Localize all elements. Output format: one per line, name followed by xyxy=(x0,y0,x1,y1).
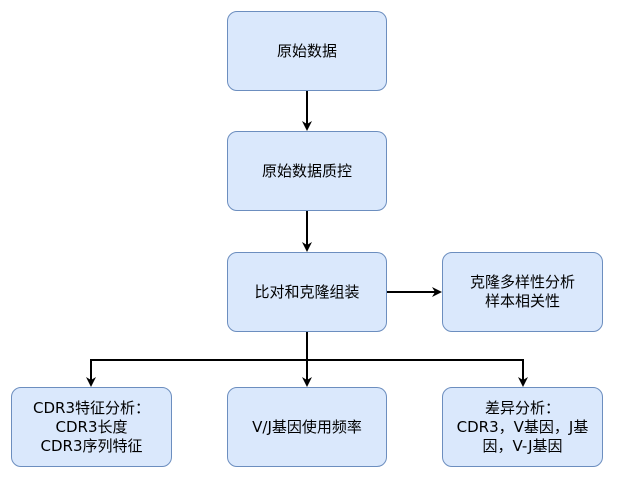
node-differential-analysis-line-3: 因，V-J基因 xyxy=(482,436,563,455)
node-alignment-assembly: 比对和克隆组装 xyxy=(227,252,387,332)
node-differential-analysis: 差异分析： CDR3，V基因，J基 因，V-J基因 xyxy=(442,387,603,467)
node-raw-data-qc-label: 原始数据质控 xyxy=(261,161,352,180)
node-raw-data-label: 原始数据 xyxy=(276,41,337,60)
node-vj-gene-usage: V/J基因使用频率 xyxy=(227,387,387,467)
node-raw-data-qc: 原始数据质控 xyxy=(227,131,387,211)
node-clone-diversity: 克隆多样性分析 样本相关性 xyxy=(442,252,603,332)
node-differential-analysis-line-1: 差异分析： xyxy=(484,398,560,417)
node-cdr3-analysis-line-2: CDR3长度 xyxy=(55,417,128,436)
node-vj-gene-usage-label: V/J基因使用频率 xyxy=(252,417,362,436)
node-clone-diversity-line-1: 克隆多样性分析 xyxy=(469,273,575,291)
node-cdr3-analysis-line-1: CDR3特征分析： xyxy=(33,398,150,417)
node-cdr3-analysis-line-3: CDR3序列特征 xyxy=(40,436,143,455)
node-alignment-assembly-label: 比对和克隆组装 xyxy=(254,282,360,301)
node-raw-data: 原始数据 xyxy=(227,11,387,91)
node-cdr3-analysis: CDR3特征分析： CDR3长度 CDR3序列特征 xyxy=(11,387,172,467)
node-clone-diversity-line-2: 样本相关性 xyxy=(484,292,560,310)
node-differential-analysis-line-2: CDR3，V基因，J基 xyxy=(456,417,589,436)
